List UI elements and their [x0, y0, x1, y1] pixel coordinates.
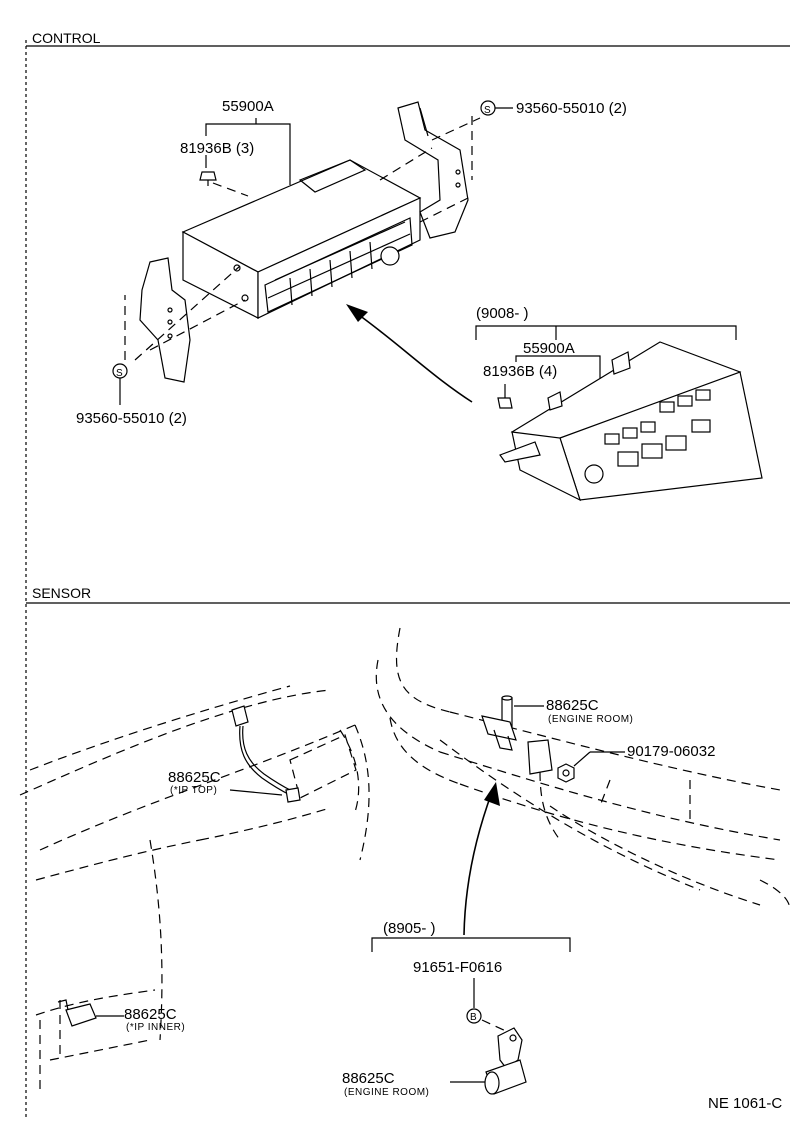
dashboard-outline — [19, 685, 370, 1090]
sensor-variant-bracket — [497, 1027, 523, 1069]
control-variant-range: (9008- ) — [476, 305, 529, 322]
left-bracket — [139, 257, 191, 383]
ip-inner-part: 88625C — [124, 1006, 177, 1023]
control-unit-variant — [497, 341, 763, 502]
sensor-variant-note: (ENGINE ROOM) — [344, 1087, 429, 1098]
svg-text:S: S — [116, 368, 123, 379]
ip-inner-note: (*IP INNER) — [126, 1022, 185, 1033]
engine-room-sensor — [481, 695, 553, 775]
ip-top-part: 88625C — [168, 769, 221, 786]
engine-room-bumper — [375, 627, 791, 911]
control-screw-label: 81936B (3) — [180, 140, 254, 157]
ip-top-note: (*IP TOP) — [170, 785, 217, 796]
svg-text:S: S — [484, 105, 491, 116]
control-section-title: CONTROL — [32, 30, 101, 46]
control-variant-part: 55900A — [523, 340, 575, 357]
sensor-variant-part: 88625C — [342, 1070, 395, 1087]
sensor-variant-bolt: 91651-F0616 — [413, 959, 502, 976]
control-bolt-top-label: 93560-55010 (2) — [516, 100, 627, 117]
nut-90179 — [557, 763, 575, 783]
control-part-55900a: 55900A — [222, 98, 274, 115]
engine-room-note: (ENGINE ROOM) — [548, 714, 633, 725]
engine-room-part: 88625C — [546, 697, 599, 714]
ip-top-sensor — [231, 705, 301, 803]
svg-text:B: B — [470, 1012, 477, 1023]
screw-81936b — [199, 171, 217, 186]
diagram-code: NE 1061-C — [708, 1095, 782, 1112]
sensor-arrow — [463, 791, 493, 936]
sensor-variant-range: (8905- ) — [383, 920, 436, 937]
control-variant-screw: 81936B (4) — [483, 363, 557, 380]
nut-part: 90179-06032 — [627, 743, 715, 760]
control-arrow — [351, 309, 473, 403]
ip-inner-sensor — [57, 999, 97, 1027]
right-bracket — [397, 101, 469, 239]
bolt-symbol-b — [466, 1008, 482, 1024]
control-unit — [181, 159, 422, 319]
control-bolt-left-label: 93560-55010 (2) — [76, 410, 187, 427]
sensor-variant-body — [484, 1059, 527, 1095]
sensor-section-title: SENSOR — [32, 585, 91, 601]
